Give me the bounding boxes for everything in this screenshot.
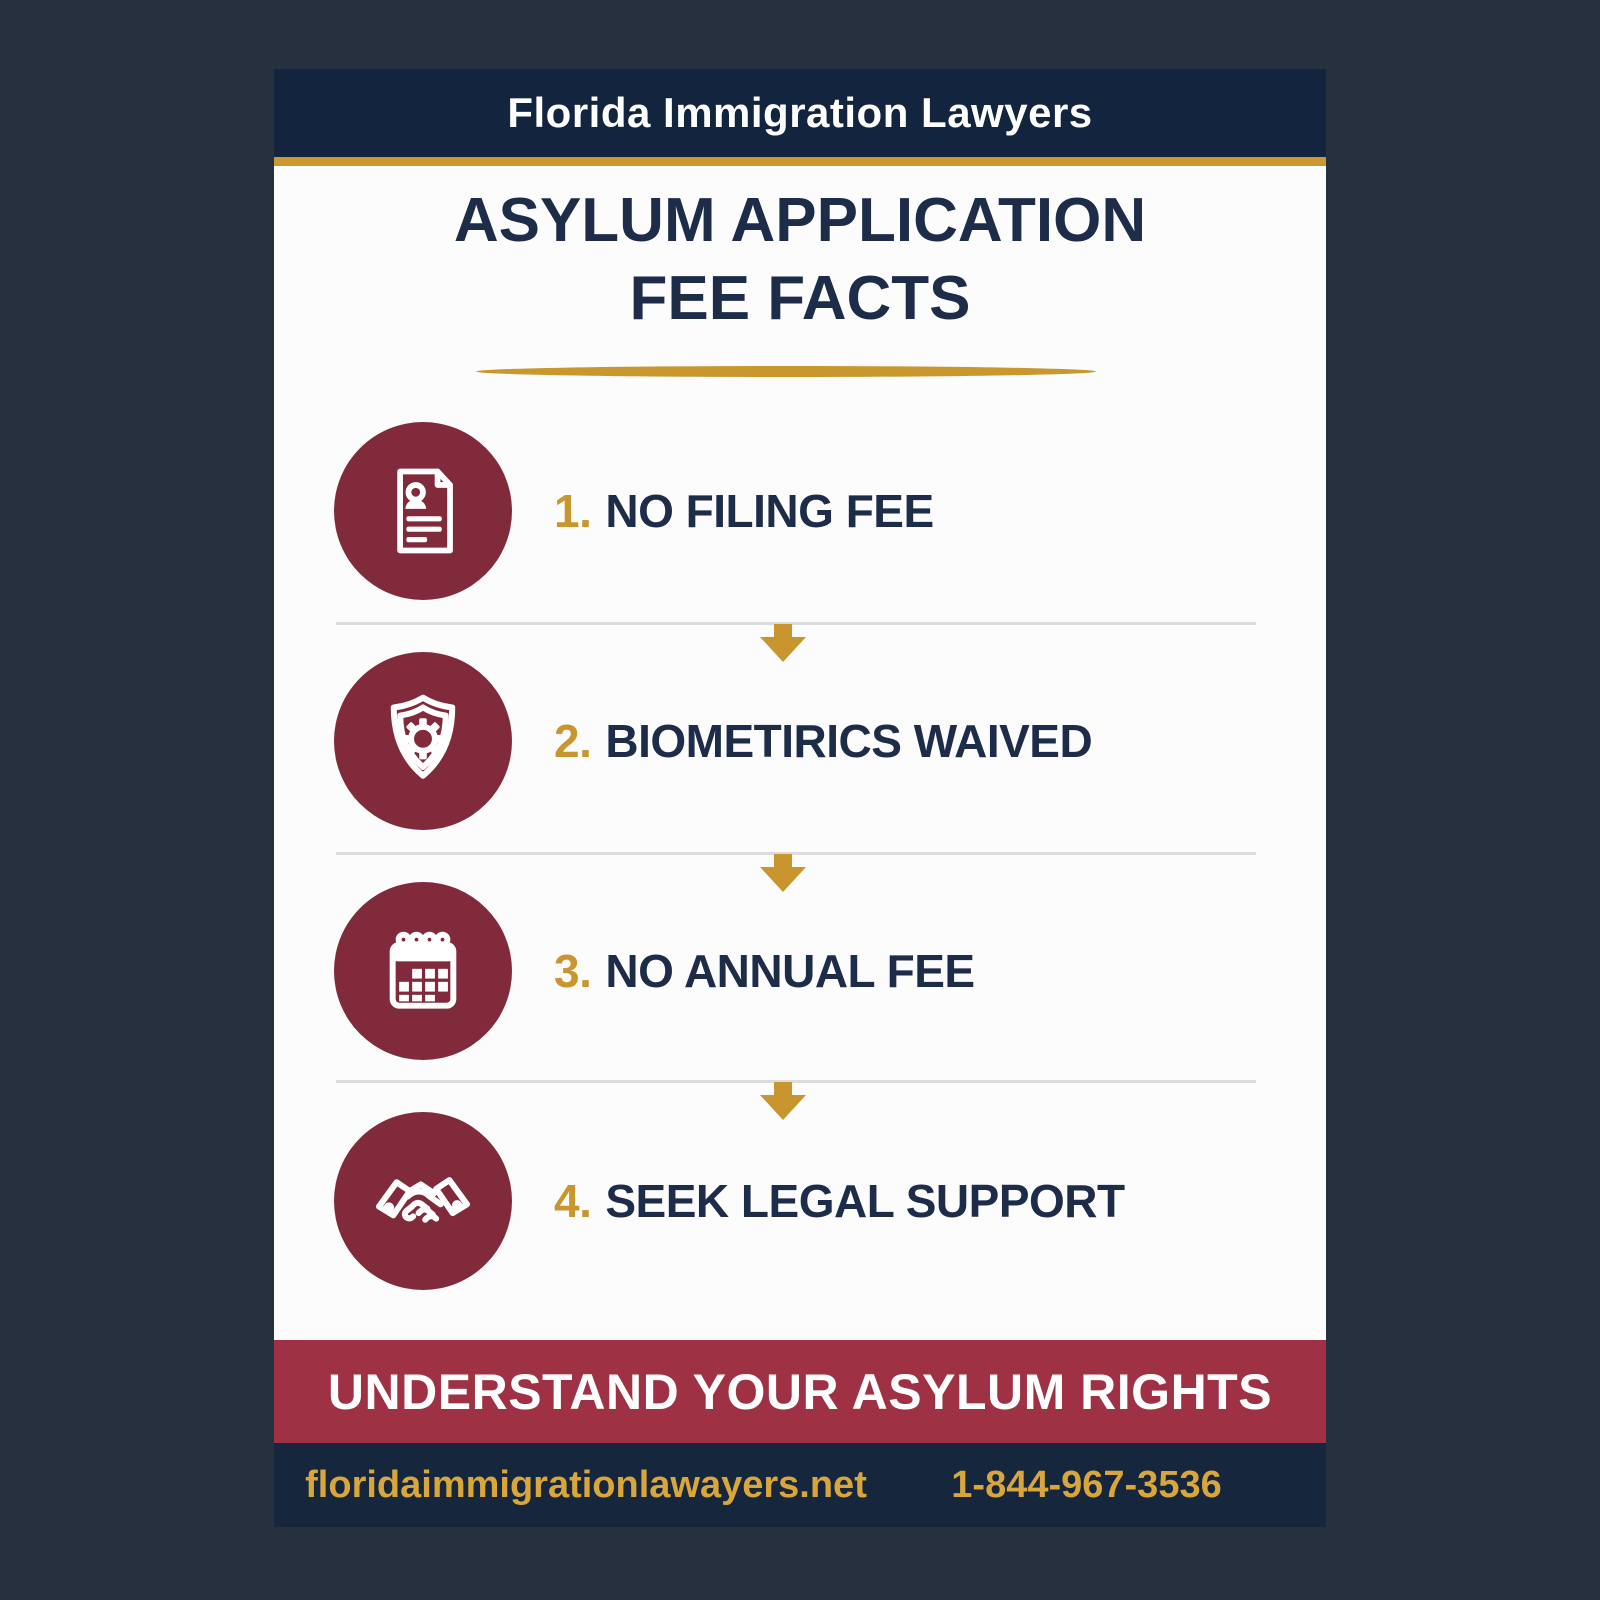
item1-icon-circle: [334, 422, 512, 600]
down-arrow-icon: [760, 624, 806, 662]
item3-icon-circle: [334, 882, 512, 1060]
infographic-poster: Florida Immigration Lawyers ASYLUM APPLI…: [274, 69, 1326, 1527]
content-area: ASYLUM APPLICATION FEE FACTS 1.NO FILING…: [274, 166, 1326, 1340]
item1-label: 1.NO FILING FEE: [554, 485, 934, 537]
document-icon: [397, 468, 453, 554]
page-title: ASYLUM APPLICATION FEE FACTS: [274, 182, 1326, 338]
item3-label: 3.NO ANNUAL FEE: [554, 945, 975, 997]
item1-number: 1.: [554, 485, 592, 537]
item4-icon-circle: [334, 1112, 512, 1290]
gold-divider-bar: [274, 157, 1326, 166]
list-item: 3.NO ANNUAL FEE: [334, 882, 975, 1060]
list-item: 4.SEEK LEGAL SUPPORT: [334, 1112, 1125, 1290]
footer-band: floridaimmigrationlawayers.net 1-844-967…: [274, 1443, 1326, 1527]
separator-line: [336, 852, 1256, 855]
list-item: 1.NO FILING FEE: [334, 422, 934, 600]
calendar-icon: [389, 931, 457, 1009]
footer-website: floridaimmigrationlawayers.net: [305, 1463, 867, 1506]
shield-gear-icon: [390, 694, 456, 779]
banner-band: UNDERSTAND YOUR ASYLUM RIGHTS: [274, 1340, 1326, 1443]
item4-number: 4.: [554, 1175, 592, 1227]
list-item: 2.BIOMETIRICS WAIVED: [334, 652, 1093, 830]
item3-number: 3.: [554, 945, 592, 997]
banner-text: UNDERSTAND YOUR ASYLUM RIGHTS: [327, 1363, 1273, 1420]
handshake-icon: [375, 1177, 471, 1223]
down-arrow-icon: [760, 1082, 806, 1120]
title-underline-divider: [476, 366, 1096, 377]
item4-label: 4.SEEK LEGAL SUPPORT: [554, 1175, 1125, 1227]
footer-phone: 1-844-967-3536: [951, 1463, 1222, 1506]
separator-line: [336, 622, 1256, 625]
page-title-line1: ASYLUM APPLICATION: [453, 186, 1147, 255]
item2-number: 2.: [554, 715, 592, 767]
item2-label: 2.BIOMETIRICS WAIVED: [554, 715, 1093, 767]
item2-icon-circle: [334, 652, 512, 830]
brand-name: Florida Immigration Lawyers: [507, 89, 1093, 136]
separator-line: [336, 1080, 1256, 1083]
page-title-line2: FEE FACTS: [629, 264, 971, 334]
down-arrow-icon: [760, 854, 806, 892]
header-band: Florida Immigration Lawyers: [274, 69, 1326, 157]
